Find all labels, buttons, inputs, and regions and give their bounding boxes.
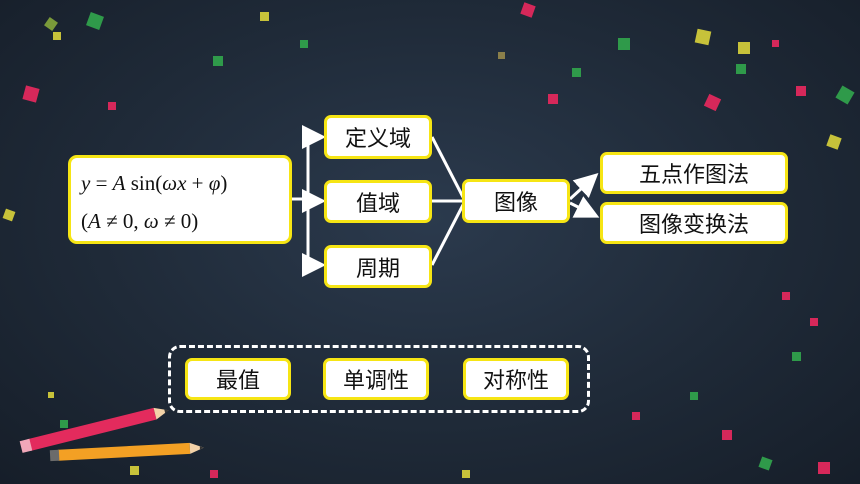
node-label: 图像变换法 bbox=[638, 213, 749, 238]
pencil-eraser bbox=[19, 438, 33, 453]
formula-close-paren: ) bbox=[220, 171, 228, 195]
confetti-square bbox=[736, 64, 746, 74]
confetti-square bbox=[108, 102, 116, 110]
confetti-square bbox=[722, 430, 732, 440]
formula-condition-omega: ≠ 0) bbox=[158, 209, 199, 233]
connector-period-graph bbox=[430, 202, 466, 266]
confetti-square bbox=[690, 392, 698, 400]
confetti-square bbox=[498, 52, 505, 59]
node-label: 对称性 bbox=[482, 369, 549, 394]
pencil-eraser bbox=[49, 449, 60, 462]
node-extrema: 最值 bbox=[185, 358, 291, 400]
formula-omega-x: ωx bbox=[162, 171, 187, 195]
properties-dashed-frame bbox=[168, 345, 590, 413]
confetti-square bbox=[738, 42, 750, 54]
formula-var-a: A bbox=[112, 171, 126, 195]
confetti-square bbox=[810, 318, 818, 326]
arrow-to-transform bbox=[569, 196, 600, 218]
confetti-square bbox=[796, 86, 806, 96]
pencil-body bbox=[27, 407, 157, 451]
confetti-square bbox=[213, 56, 223, 66]
node-transformation-method: 图像变换法 bbox=[600, 202, 788, 244]
node-symmetry: 对称性 bbox=[463, 358, 569, 400]
connector-domain-graph bbox=[430, 136, 466, 200]
confetti-square bbox=[632, 412, 640, 420]
confetti-square bbox=[462, 470, 470, 478]
formula-var-a: A bbox=[88, 209, 101, 233]
node-label: 单调性 bbox=[342, 369, 409, 394]
confetti-square bbox=[210, 470, 218, 478]
formula-sin: sin( bbox=[125, 171, 163, 195]
node-label: 值域 bbox=[355, 191, 400, 217]
confetti-square bbox=[130, 466, 139, 475]
node-label: 周期 bbox=[355, 256, 400, 282]
pencil-lead bbox=[164, 409, 169, 414]
node-five-point-method: 五点作图法 bbox=[600, 152, 788, 194]
formula-line-2: (A ≠ 0, ω ≠ 0) bbox=[81, 202, 289, 240]
confetti-square bbox=[618, 38, 630, 50]
confetti-square bbox=[818, 462, 830, 474]
pencil-body bbox=[57, 442, 191, 461]
arrow-to-five-point bbox=[568, 172, 599, 201]
formula-omega: ω bbox=[143, 209, 159, 233]
node-graph: 图像 bbox=[462, 179, 570, 223]
confetti-square bbox=[548, 94, 558, 104]
confetti-square bbox=[792, 352, 801, 361]
formula-line-1: y = A sin(ωx + φ) bbox=[81, 164, 289, 202]
pencil-illustration bbox=[19, 407, 204, 462]
node-range: 值域 bbox=[324, 180, 432, 223]
formula-plus: + bbox=[186, 171, 209, 195]
confetti-square bbox=[48, 392, 54, 398]
formula-var-y: y bbox=[81, 171, 91, 195]
formula-box: y = A sin(ωx + φ) (A ≠ 0, ω ≠ 0) bbox=[68, 155, 292, 244]
node-label: 五点作图法 bbox=[638, 163, 749, 188]
node-domain: 定义域 bbox=[324, 115, 432, 159]
confetti-square bbox=[782, 292, 790, 300]
node-period: 周期 bbox=[324, 245, 432, 288]
pencil-lead bbox=[199, 446, 204, 450]
node-label: 图像 bbox=[493, 191, 538, 216]
confetti-square bbox=[260, 12, 269, 21]
node-monotonicity: 单调性 bbox=[323, 358, 429, 400]
pencil-tip bbox=[189, 442, 204, 454]
confetti-square bbox=[572, 68, 581, 77]
confetti-square bbox=[772, 40, 779, 47]
formula-open-paren: ( bbox=[81, 209, 88, 233]
formula-condition-a: ≠ 0, bbox=[100, 209, 144, 233]
confetti-square bbox=[300, 40, 308, 48]
node-label: 定义域 bbox=[344, 127, 411, 152]
formula-phi: φ bbox=[208, 171, 221, 195]
confetti-square bbox=[53, 32, 61, 40]
formula-equals: = bbox=[90, 171, 113, 195]
confetti-square bbox=[60, 420, 68, 428]
node-label: 最值 bbox=[215, 369, 260, 394]
